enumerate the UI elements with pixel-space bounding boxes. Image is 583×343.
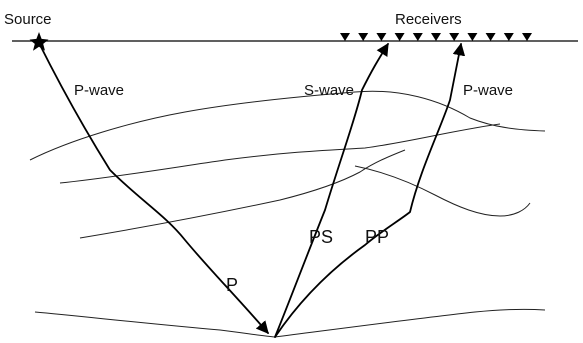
triangle-down-icon: [394, 33, 405, 41]
layer-interface-3: [79, 149, 406, 239]
ray-paths: [38, 42, 466, 338]
triangle-down-icon: [522, 33, 532, 41]
converted-upgoing-wave-label: S-wave: [304, 82, 354, 99]
receivers-label: Receivers: [395, 11, 462, 28]
triangle-down-icon: [449, 33, 460, 41]
layer-interface-2: [59, 123, 501, 184]
triangle-down-icon: [376, 33, 387, 41]
downgoing-p-ray: [38, 42, 269, 334]
upgoing-ps-ray: [274, 42, 389, 338]
triangle-down-icon: [467, 33, 478, 41]
receiver-array: [340, 33, 532, 41]
star-icon: [29, 32, 49, 51]
upgoing-pp-ray: [274, 42, 466, 338]
subsurface-layers: [29, 90, 546, 338]
triangle-down-icon: [358, 33, 369, 41]
triangle-down-icon: [340, 33, 350, 41]
triangle-down-icon: [485, 33, 496, 41]
downgoing-wave-label: P-wave: [74, 82, 124, 99]
layer-interface-4: [354, 165, 531, 217]
triangle-down-icon: [503, 33, 514, 41]
converted-reflection-label: PS: [309, 227, 333, 247]
layer-interface-1: [29, 90, 546, 161]
triangle-down-icon: [431, 33, 441, 41]
reflected-upgoing-wave-label: P-wave: [463, 82, 513, 99]
source-label: Source: [4, 11, 52, 28]
triangle-down-icon: [412, 33, 423, 41]
downgoing-leg-label: P: [226, 275, 238, 295]
pp-reflection-label: PP: [365, 227, 389, 247]
reflector-base: [34, 308, 546, 338]
